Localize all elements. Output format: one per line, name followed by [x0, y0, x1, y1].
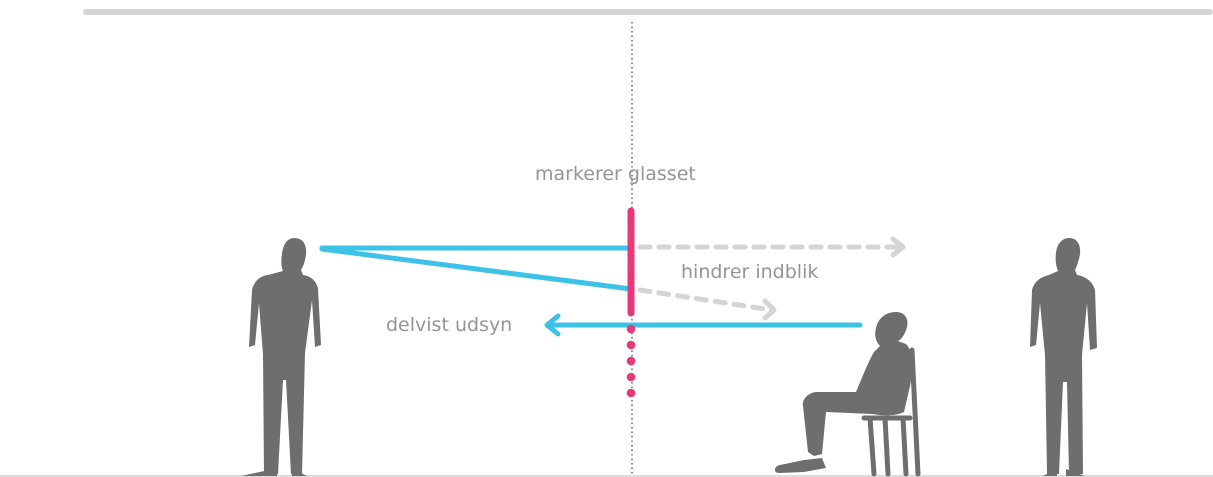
seated-person-icon: [774, 312, 913, 473]
glass-marking-label: markerer glasset: [535, 163, 696, 185]
partial-view-arrow: [544, 313, 863, 337]
blocks-view-label: hindrer indblik: [681, 261, 819, 283]
standing-person-icon: [1030, 238, 1097, 476]
standing-person-icon: [241, 238, 321, 476]
sight-lines: [319, 245, 634, 292]
chair-icon: [861, 347, 921, 477]
partial-view-label: delvist udsyn: [386, 314, 513, 336]
blocked-sight-arrow-lower: [637, 287, 777, 321]
glass-marking-dots: [626, 324, 636, 398]
blocked-sight-arrow-upper: [637, 236, 906, 258]
